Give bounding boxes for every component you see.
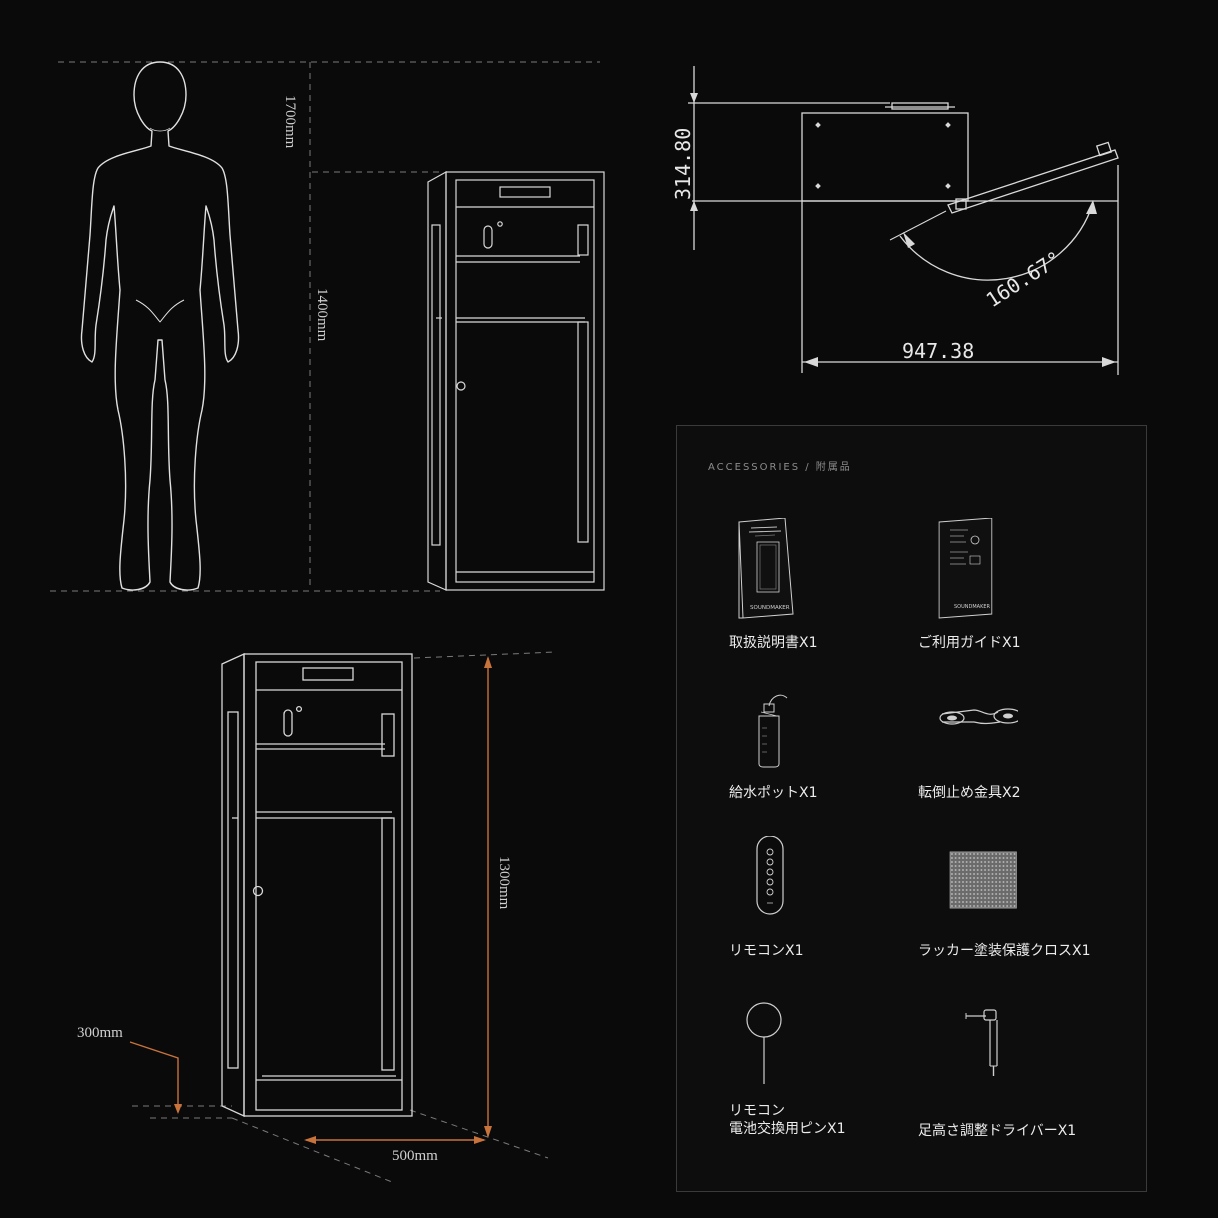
accessory-label: 足高さ調整ドライバーX1: [918, 1123, 1077, 1139]
cabinet-front-large: [221, 652, 413, 1118]
orange-dimension-lines: [129, 658, 489, 1141]
door-swing-height-label: 314.80: [671, 128, 695, 200]
accessory-label: 転倒止め金具X2: [918, 785, 1021, 801]
cabinet-depth-label: 300mm: [77, 1025, 123, 1041]
height-comparison-section: 1700mm 1400mm: [50, 61, 605, 592]
height-guide-lines: [50, 61, 600, 592]
accessory-item-guide: SOUNDMAKER ご利用ガイドX1: [918, 518, 1138, 658]
accessory-item-manual: SOUNDMAKER 取扱説明書X1: [729, 518, 949, 658]
remote-control-icon: [756, 836, 784, 915]
accessory-item-anti-tip-bracket: 転倒止め金具X2: [918, 688, 1138, 808]
manual-icon: SOUNDMAKER: [738, 518, 794, 619]
accessory-label: リモコンX1: [729, 943, 804, 959]
human-figure-icon: [80, 61, 240, 591]
accessory-label: 給水ポットX1: [729, 785, 818, 801]
protective-cloth-icon: [949, 851, 1017, 909]
door-swing-diagram: [688, 66, 1119, 375]
cabinet-width-label: 500mm: [392, 1148, 438, 1164]
accessory-item-battery-pin: リモコン 電池交換用ピンX1: [729, 996, 949, 1146]
person-height-label: 1700mm: [282, 95, 298, 149]
water-bottle-icon: [758, 694, 788, 768]
mounting-points: [815, 122, 951, 189]
anti-tip-bracket-icon: [939, 708, 1018, 725]
cabinet-front-small: [427, 170, 605, 591]
accessories-header: ACCESSORIES / 附属品: [708, 462, 852, 473]
accessory-item-water-bottle: 給水ポットX1: [729, 688, 949, 808]
guide-icon: SOUNDMAKER: [938, 518, 993, 619]
accessories-panel: ACCESSORIES / 附属品 SOUNDMAKER 取扱説明書X1 SOU: [676, 425, 1147, 1192]
accessory-item-protective-cloth: ラッカー塗装保護クロスX1: [918, 836, 1138, 966]
svg-text:SOUNDMAKER: SOUNDMAKER: [750, 605, 790, 611]
cabinet-height-iso-label: 1300mm: [496, 856, 512, 910]
accessory-item-remote-control: リモコンX1: [729, 836, 949, 966]
floor-guide-lines: [132, 651, 557, 1183]
angle-arrows: [903, 200, 1097, 248]
svg-text:SOUNDMAKER: SOUNDMAKER: [954, 604, 991, 610]
cabinet-isometric-section: 1300mm 300mm 500mm: [77, 651, 557, 1183]
accessory-item-hex-driver: 足高さ調整ドライバーX1: [918, 996, 1138, 1146]
orange-arrowheads: [174, 656, 492, 1144]
door-swing-width-label: 947.38: [902, 339, 974, 363]
accessory-label: ご利用ガイドX1: [918, 635, 1021, 651]
hex-driver-icon: [965, 1009, 998, 1076]
battery-pin-icon: [746, 1002, 782, 1084]
accessory-label: リモコン 電池交換用ピンX1: [729, 1103, 846, 1137]
accessory-label: 取扱説明書X1: [729, 635, 818, 651]
accessory-label: ラッカー塗装保護クロスX1: [918, 943, 1091, 959]
door-angle-label: 160.67°: [982, 246, 1066, 312]
cabinet-height-label: 1400mm: [314, 288, 330, 342]
